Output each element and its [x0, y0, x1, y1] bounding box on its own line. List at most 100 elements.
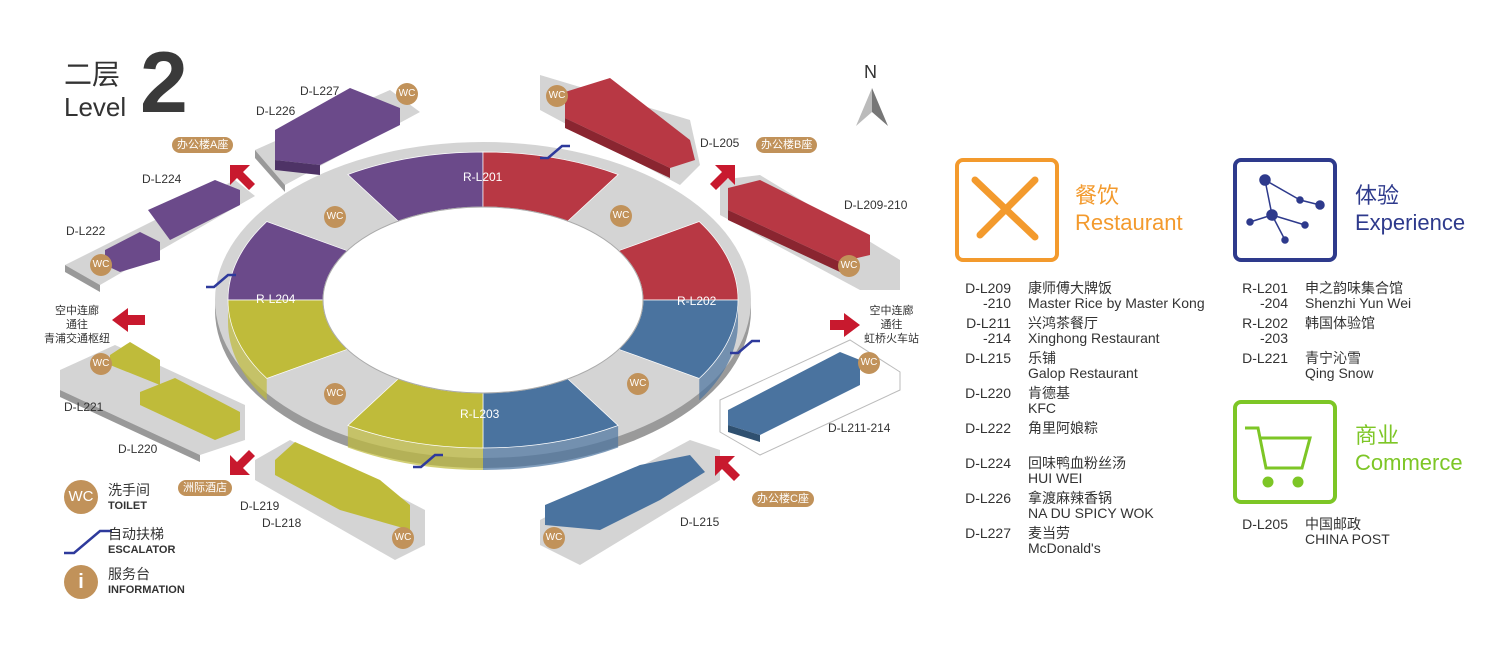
- unit-r-l202[interactable]: R-L202: [677, 294, 717, 308]
- unit-d-l221[interactable]: D-L221: [64, 400, 104, 414]
- entry-code-line: -210: [982, 295, 1011, 311]
- wc-icon: WC: [546, 85, 568, 107]
- unit-r-l204[interactable]: R-L204: [256, 292, 296, 306]
- link-east[interactable]: 空中连廊通往虹桥火车站: [864, 304, 919, 346]
- legend-en: ESCALATOR: [108, 544, 176, 556]
- hotel-tag[interactable]: 洲际酒店: [178, 480, 232, 496]
- commerce-icon-box: [1233, 400, 1337, 504]
- unit-d-l227[interactable]: D-L227: [300, 84, 340, 98]
- legend-information-icon: i: [64, 565, 98, 599]
- legend-en: INFORMATION: [108, 584, 185, 596]
- link-east-line: 通往: [880, 319, 903, 331]
- level-title-en: Level: [64, 92, 127, 122]
- unit-d-l224[interactable]: D-L224: [142, 172, 182, 186]
- link-east-line: 空中连廊: [869, 305, 914, 317]
- entry-name-en: HUI WEI: [1028, 470, 1083, 486]
- building-b-tag[interactable]: 办公楼B座: [756, 137, 818, 153]
- ring-shop-wall: [699, 300, 738, 401]
- restaurant-icon-box: [955, 158, 1059, 262]
- legend-en: TOILET: [108, 500, 147, 512]
- link-west[interactable]: 空中连廊通往青浦交通枢纽: [44, 304, 110, 346]
- ring-shops[interactable]: [227, 151, 739, 470]
- entry-name-en: Shenzhi Yun Wei: [1305, 295, 1412, 311]
- ring-atrium: [322, 206, 644, 394]
- commerce-title-cn: 商业: [1355, 423, 1400, 448]
- entry-code-line: R-L201: [1242, 280, 1288, 296]
- entry-name-en: CHINA POST: [1305, 531, 1390, 547]
- entry-code-line: D-L222: [965, 420, 1011, 436]
- wc-icon: WC: [838, 255, 860, 277]
- commerce-title-en: Commerce: [1355, 450, 1463, 475]
- unit-d-l222[interactable]: D-L222: [66, 224, 106, 238]
- unit-d-l205[interactable]: D-L205: [700, 136, 740, 150]
- commerce-icon: [1245, 426, 1312, 488]
- entry-name-cn: 康师傅大牌饭: [1028, 280, 1112, 296]
- compass-icon: [856, 88, 888, 126]
- legend-cn: 洗手间: [108, 482, 150, 498]
- wc-icon: WC: [324, 383, 346, 405]
- entry-code-line: D-L211: [966, 315, 1011, 331]
- entry-name: 韩国体验馆: [1305, 316, 1375, 331]
- experience-icon-box: [1233, 158, 1337, 262]
- unit-r-l201[interactable]: R-L201: [463, 170, 503, 184]
- unit-d-l218[interactable]: D-L218: [262, 516, 302, 530]
- ring-shop-wall: [347, 425, 483, 470]
- wc-icon: WC: [543, 527, 565, 549]
- entry-code: D-L220: [953, 386, 1011, 401]
- unit-d-l220[interactable]: D-L220: [118, 442, 158, 456]
- entry-name-cn: 青宁沁雪: [1305, 350, 1361, 366]
- entry-code-line: -203: [1259, 330, 1288, 346]
- wc-icon: WC: [90, 254, 112, 276]
- entry-name-cn: 中国邮政: [1305, 516, 1361, 532]
- entry-name-en: McDonald's: [1028, 540, 1101, 556]
- wc-icon: WC: [324, 206, 346, 228]
- entry-name-cn: 拿渡麻辣香锅: [1028, 490, 1112, 506]
- entry-code-line: D-L224: [965, 455, 1011, 471]
- unit-d-l226[interactable]: D-L226: [256, 104, 296, 118]
- experience-title-cn: 体验: [1355, 183, 1400, 208]
- entry-name-cn: 回味鸭血粉丝汤: [1028, 455, 1126, 471]
- wc-icon: WC: [90, 353, 112, 375]
- unit-d-l209-210[interactable]: D-L209-210: [844, 198, 908, 212]
- unit-d-l215[interactable]: D-L215: [680, 515, 720, 529]
- ring-shop-wall: [228, 300, 267, 401]
- entry-name: 角里阿娘粽: [1028, 421, 1098, 436]
- entry-code: D-L227: [953, 526, 1011, 541]
- entry-code-line: -204: [1259, 295, 1288, 311]
- building-c-tag[interactable]: 办公楼C座: [752, 491, 814, 507]
- category-entry[interactable]: D-L222 角里阿娘粽: [953, 421, 1213, 453]
- unit-r-l203[interactable]: R-L203: [460, 407, 500, 421]
- level-title-cn: 二层: [64, 59, 121, 90]
- entry-code-line: D-L209: [965, 280, 1011, 296]
- restaurant-title-cn: 餐饮: [1075, 183, 1120, 208]
- entry-name-en: Master Rice by Master Kong: [1028, 295, 1205, 311]
- entry-name-en: Galop Restaurant: [1028, 365, 1138, 381]
- wc-icon: WC: [610, 205, 632, 227]
- entry-code-line: -214: [982, 330, 1011, 346]
- link-west-line: 通往: [66, 319, 88, 331]
- entry-code: D-L209-210: [953, 281, 1011, 311]
- unit-d-l211-214[interactable]: D-L211-214: [828, 421, 891, 435]
- unit-d-l219[interactable]: D-L219: [240, 499, 280, 513]
- entry-code: D-L211-214: [953, 316, 1011, 346]
- link-west-line: 青浦交通枢纽: [44, 333, 110, 345]
- entry-name-cn: 申之韵味集合馆: [1305, 280, 1403, 296]
- building-a-tag[interactable]: 办公楼A座: [172, 137, 234, 153]
